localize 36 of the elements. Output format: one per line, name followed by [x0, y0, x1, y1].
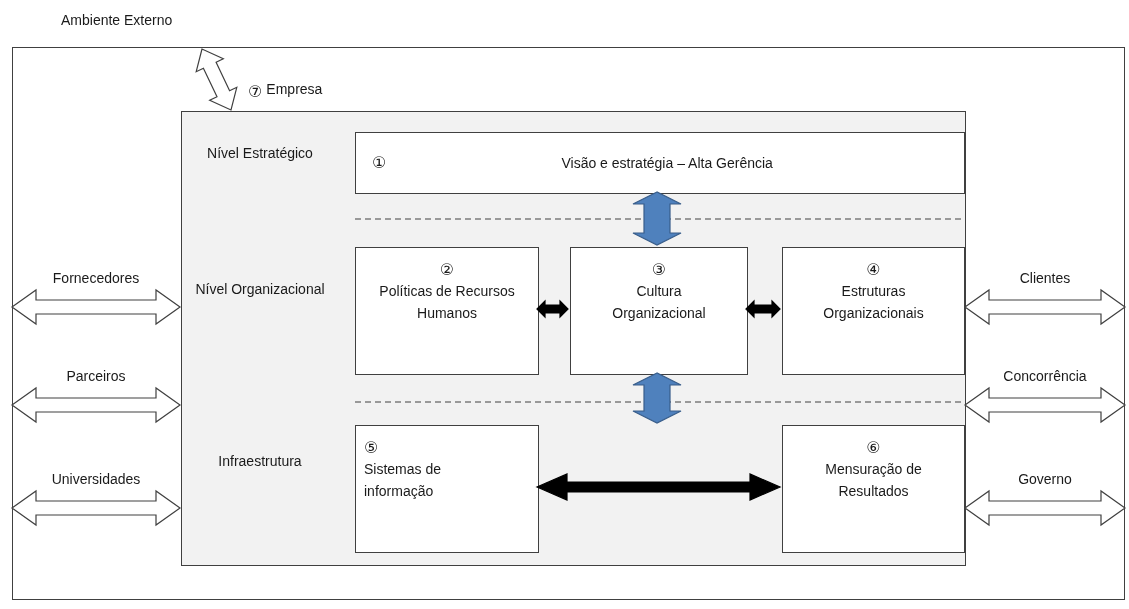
- box-label: Cultura Organizacional: [611, 282, 707, 323]
- block-arrow: [195, 48, 238, 111]
- block-arrow: [536, 299, 569, 319]
- frame-title: Ambiente Externo: [61, 11, 173, 30]
- block-arrow: [745, 299, 781, 319]
- box-label: Estruturas Organizacionais: [822, 282, 925, 323]
- level-label: Nível Organizacional: [195, 280, 325, 299]
- step-number: ③: [651, 262, 667, 278]
- block-arrow: [632, 191, 682, 246]
- process-box: [782, 425, 965, 553]
- process-box: [782, 247, 965, 375]
- process-box: [355, 425, 539, 553]
- step-number: ⑦: [248, 84, 263, 100]
- block-arrow: [963, 386, 1127, 424]
- process-box: [570, 247, 748, 375]
- step-number: ①: [372, 155, 387, 171]
- box-label: Empresa: [266, 80, 323, 99]
- block-arrow: [963, 288, 1127, 326]
- block-arrow: [963, 489, 1127, 527]
- box-label: Sistemas de informação: [364, 460, 443, 501]
- step-number: ⑤: [364, 440, 379, 456]
- step-number: ④: [866, 262, 881, 278]
- box-label: Visão e estratégia – Alta Gerência: [561, 154, 773, 173]
- box-label: Mensuração de Resultados: [824, 460, 923, 501]
- block-arrow: [632, 372, 682, 424]
- process-box: [355, 132, 965, 194]
- process-box: [355, 247, 539, 375]
- level-label: Nível Estratégico: [206, 144, 314, 163]
- level-label: Infraestrutura: [217, 452, 303, 471]
- step-number: ②: [439, 262, 455, 278]
- block-arrow: [10, 288, 182, 326]
- box-label: Políticas de Recursos Humanos: [378, 282, 516, 323]
- block-arrow: [535, 473, 782, 501]
- block-arrow: [10, 386, 182, 424]
- block-arrow: [10, 489, 182, 527]
- step-number: ⑥: [866, 440, 881, 456]
